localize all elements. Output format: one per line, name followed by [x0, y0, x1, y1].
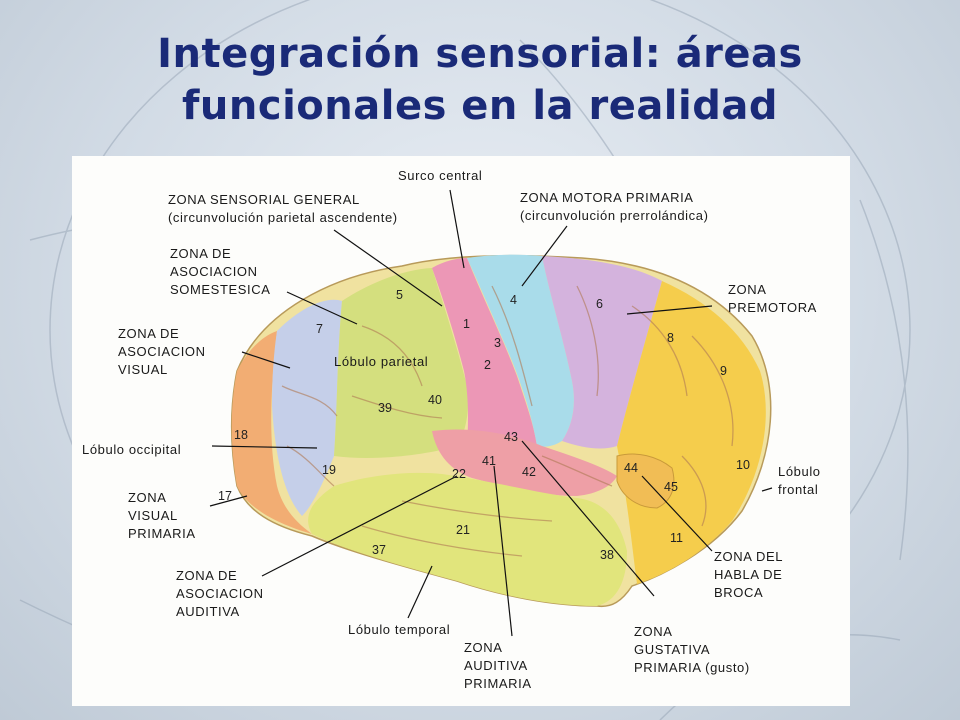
label-asoc-som-2: ASOCIACION	[170, 264, 258, 279]
area-19: 19	[322, 463, 336, 477]
label-lobulo-frontal-2: frontal	[778, 482, 818, 497]
area-18: 18	[234, 428, 248, 442]
area-42: 42	[522, 465, 536, 479]
label-lobulo-temporal: Lóbulo temporal	[348, 622, 450, 637]
label-surco-central: Surco central	[398, 168, 482, 183]
label-gustativa-2: GUSTATIVA	[634, 642, 710, 657]
area-7: 7	[316, 322, 323, 336]
area-22: 22	[452, 467, 466, 481]
brain-diagram-panel: 5 4 6 7 1 3 2 8 9 39 40 18 43 41 42 22 1…	[72, 156, 850, 706]
diagram-labels: Surco central ZONA SENSORIAL GENERAL (ci…	[82, 168, 821, 691]
area-3: 3	[494, 336, 501, 350]
label-auditiva-2: AUDITIVA	[464, 658, 528, 673]
label-broca-2: HABLA DE	[714, 567, 782, 582]
label-lobulo-parietal: Lóbulo parietal	[334, 354, 428, 369]
title-line-2: funcionales en la realidad	[182, 83, 778, 129]
label-asoc-aud-3: AUDITIVA	[176, 604, 240, 619]
label-motora-2: (circunvolución prerrolándica)	[520, 208, 709, 223]
leader-lines	[209, 189, 773, 637]
title-line-1: Integración sensorial: áreas	[157, 31, 803, 77]
label-lobulo-frontal-1: Lóbulo	[778, 464, 821, 479]
area-21: 21	[456, 523, 470, 537]
label-sensorial-2: (circunvolución parietal ascendente)	[168, 210, 398, 225]
label-gustativa-1: ZONA	[634, 624, 673, 639]
area-45: 45	[664, 480, 678, 494]
label-visual-prim-2: VISUAL	[128, 508, 178, 523]
page-title: Integración sensorial: áreas funcionales…	[0, 28, 960, 132]
region-temporal	[308, 472, 627, 606]
area-numbers: 5 4 6 7 1 3 2 8 9 39 40 18 43 41 42 22 1…	[218, 288, 750, 562]
brain-diagram: 5 4 6 7 1 3 2 8 9 39 40 18 43 41 42 22 1…	[82, 168, 821, 691]
area-37: 37	[372, 543, 386, 557]
label-sensorial-1: ZONA SENSORIAL GENERAL	[168, 192, 360, 207]
label-premotora-1: ZONA	[728, 282, 767, 297]
label-broca-1: ZONA DEL	[714, 549, 783, 564]
region-visual-association	[272, 299, 342, 516]
area-41: 41	[482, 454, 496, 468]
area-5: 5	[396, 288, 403, 302]
label-motora-1: ZONA MOTORA PRIMARIA	[520, 190, 694, 205]
label-asoc-vis-1: ZONA DE	[118, 326, 179, 341]
area-39: 39	[378, 401, 392, 415]
area-11: 11	[670, 531, 683, 545]
label-asoc-aud-1: ZONA DE	[176, 568, 237, 583]
region-premotor	[542, 256, 662, 449]
area-2: 2	[484, 358, 491, 372]
area-40: 40	[428, 393, 442, 407]
region-motor	[467, 254, 574, 447]
region-occipital	[231, 331, 312, 534]
region-sensory	[432, 258, 537, 448]
region-auditory	[432, 429, 617, 496]
label-asoc-vis-3: VISUAL	[118, 362, 168, 377]
label-asoc-aud-2: ASOCIACION	[176, 586, 264, 601]
area-1: 1	[463, 317, 470, 331]
area-8: 8	[667, 331, 674, 345]
area-17: 17	[218, 489, 232, 503]
label-gustativa-3: PRIMARIA (gusto)	[634, 660, 750, 675]
area-6: 6	[596, 297, 603, 311]
area-4: 4	[510, 293, 517, 307]
area-44: 44	[624, 461, 638, 475]
area-10: 10	[736, 458, 750, 472]
area-9: 9	[720, 364, 727, 378]
label-asoc-som-3: SOMESTESICA	[170, 282, 271, 297]
label-auditiva-3: PRIMARIA	[464, 676, 532, 691]
label-visual-prim-1: ZONA	[128, 490, 167, 505]
label-visual-prim-3: PRIMARIA	[128, 526, 196, 541]
label-asoc-som-1: ZONA DE	[170, 246, 231, 261]
label-asoc-vis-2: ASOCIACION	[118, 344, 206, 359]
label-auditiva-1: ZONA	[464, 640, 503, 655]
label-premotora-2: PREMOTORA	[728, 300, 817, 315]
gyri-lines	[281, 285, 734, 557]
label-broca-3: BROCA	[714, 585, 763, 600]
area-38: 38	[600, 548, 614, 562]
area-43: 43	[504, 430, 518, 444]
region-parietal-association	[334, 268, 469, 458]
label-lobulo-occipital: Lóbulo occipital	[82, 442, 181, 457]
